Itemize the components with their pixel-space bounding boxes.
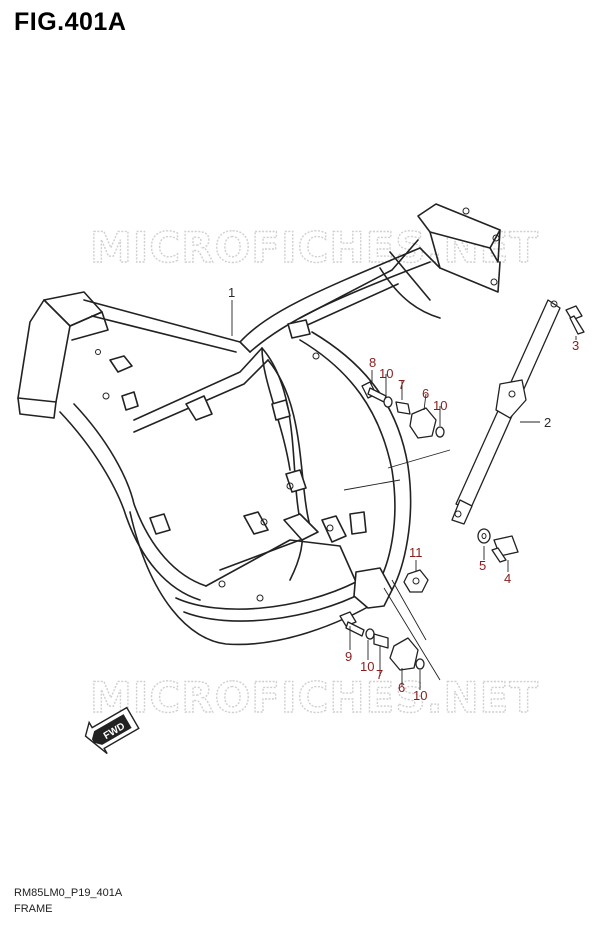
part-5-washer[interactable]	[477, 528, 491, 544]
lower-mount-hardware[interactable]	[339, 611, 425, 671]
fwd-arrow: FWD	[84, 706, 140, 755]
callout-9: 9	[345, 649, 352, 664]
callout-10-lower-a: 10	[360, 659, 374, 674]
callout-10-upper-b: 10	[433, 398, 447, 413]
part-4-bolt[interactable]	[491, 535, 519, 563]
callout-8: 8	[369, 355, 376, 370]
footpeg-mount	[353, 567, 393, 609]
frame-body[interactable]	[17, 203, 501, 646]
callout-7-upper: 7	[398, 377, 405, 392]
callout-6-upper: 6	[422, 386, 429, 401]
figure-footer: RM85LM0_P19_401A FRAME	[14, 885, 122, 917]
callout-5: 5	[479, 558, 486, 573]
callout-1: 1	[228, 285, 235, 300]
part-3-bolt[interactable]	[565, 305, 585, 335]
callout-6-lower: 6	[398, 680, 405, 695]
callout-4: 4	[504, 571, 511, 586]
callout-11: 11	[409, 545, 423, 560]
callout-2: 2	[544, 415, 551, 430]
callout-10-upper-a: 10	[379, 366, 393, 381]
part-11-nut[interactable]	[403, 569, 429, 593]
upper-mount-hardware[interactable]	[361, 381, 445, 439]
callout-3: 3	[572, 338, 579, 353]
steering-head-bottom	[17, 397, 57, 419]
callout-10-lower-b: 10	[413, 688, 427, 703]
part-2-strut[interactable]	[451, 299, 561, 525]
watermark-bottom: MICROFICHES.NET	[90, 673, 539, 722]
rear-bracket	[417, 203, 501, 249]
drawing-code: RM85LM0_P19_401A	[14, 887, 123, 899]
figure-title: FIG.401A	[14, 8, 127, 36]
figure-caption: FRAME	[14, 903, 53, 915]
callout-7-lower: 7	[376, 667, 383, 682]
